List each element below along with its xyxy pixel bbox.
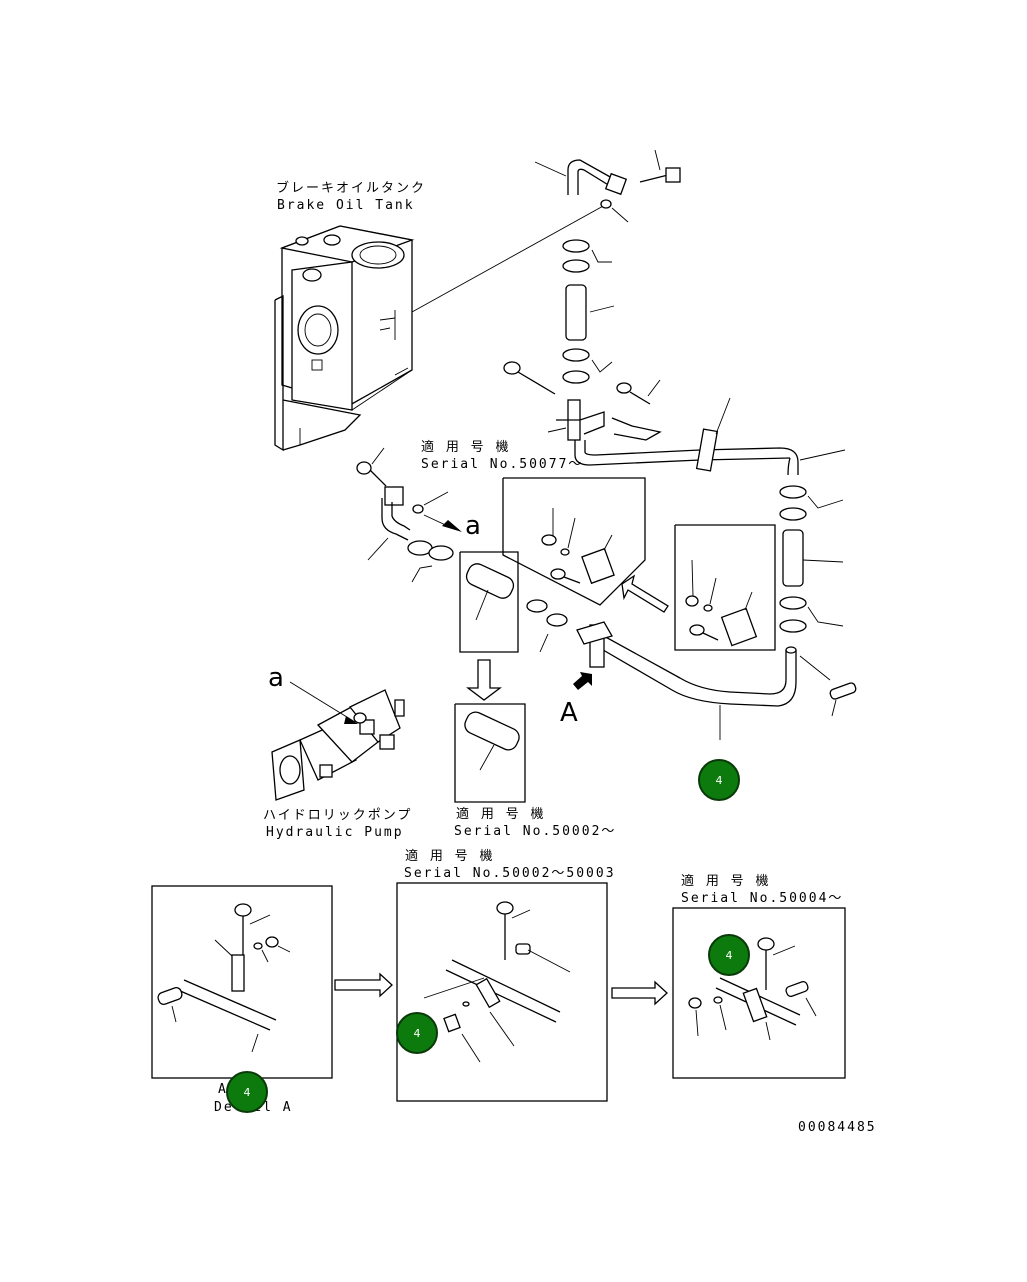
transition-arrow-1 (334, 972, 393, 998)
callout-serial-50002-50003[interactable]: 4 (396, 1012, 438, 1054)
serial-50002-label-jp: 適 用 号 機 (456, 807, 546, 822)
callout-main-pipe[interactable]: 4 (698, 759, 740, 801)
brake-oil-tank-label-jp: ブレーキオイルタンク (276, 181, 427, 196)
detail-a-drawing (151, 885, 333, 1079)
detail-a-label-jp: A (218, 1082, 228, 1097)
serial-50002-50003-drawing (396, 882, 608, 1102)
pump-letter-a: a (268, 663, 284, 693)
hydraulic-pump-label-en: Hydraulic Pump (266, 825, 404, 840)
serial-50077-label-en: Serial No.50077～ (421, 457, 584, 472)
upper-pipe-chain (503, 149, 857, 717)
hydraulic-pump-drawing (271, 681, 405, 801)
serial-50002-50003-label-en: Serial No.50002～50003 (404, 866, 616, 881)
serial-50004-drawing (672, 907, 846, 1079)
serial-50002-label-en: Serial No.50002～ (454, 824, 617, 839)
pump-inlet-group (356, 447, 568, 803)
main-pipe-drawing (573, 524, 797, 740)
serial-50004-label-en: Serial No.50004～ (681, 891, 844, 906)
serial-50077-label-jp: 適 用 号 機 (421, 440, 511, 455)
serial-50002-50003-label-jp: 適 用 号 機 (405, 849, 495, 864)
callout-serial-50004[interactable]: 4 (708, 934, 750, 976)
view-letter-a: a (465, 511, 481, 541)
hydraulic-pump-label-jp: ハイドロリックポンプ (263, 808, 413, 823)
brake-oil-tank-label-en: Brake Oil Tank (277, 198, 415, 213)
drawing-number: 00084485 (798, 1120, 877, 1135)
serial-50004-label-jp: 適 用 号 機 (681, 874, 771, 889)
serial-50077-bracket-drawing (502, 477, 669, 613)
callout-detail-a[interactable]: 4 (226, 1071, 268, 1113)
brake-oil-tank-drawing (274, 204, 606, 452)
transition-arrow-2 (611, 980, 668, 1006)
view-letter-A: A (560, 698, 578, 728)
